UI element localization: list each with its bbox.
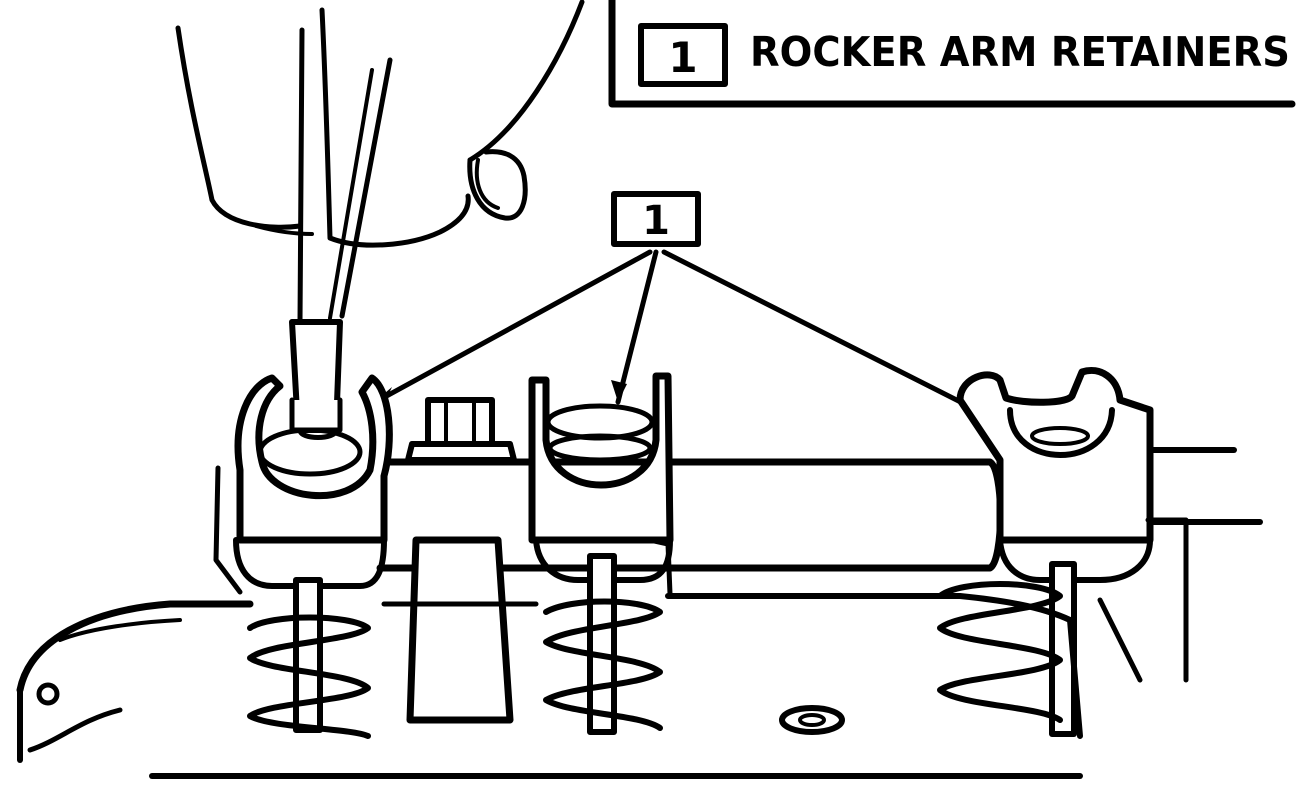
valve-spring-middle — [543, 598, 663, 731]
push-rods — [293, 553, 1077, 737]
cylinder-head-base — [16, 593, 1143, 779]
leader-line-right — [661, 249, 1015, 431]
valve-spring-right — [937, 581, 1063, 723]
leader-line-middle — [615, 249, 659, 405]
legend-number-box — [638, 23, 728, 87]
hold-down-bolt — [405, 397, 517, 724]
arrow-head-middle — [611, 380, 627, 402]
callout: 1 — [369, 191, 1015, 431]
legend-number: 1 — [668, 33, 697, 82]
callout-number: 1 — [642, 198, 670, 244]
retainer-left — [213, 374, 393, 595]
legend-label: ROCKER ARM RETAINERS — [750, 28, 1290, 76]
retainer-right — [956, 367, 1189, 683]
leader-line-left — [369, 249, 653, 407]
callout-number-box — [611, 191, 701, 247]
valve-spring-left — [247, 614, 371, 739]
legend: 1 ROCKER ARM RETAINERS — [608, 0, 1296, 108]
